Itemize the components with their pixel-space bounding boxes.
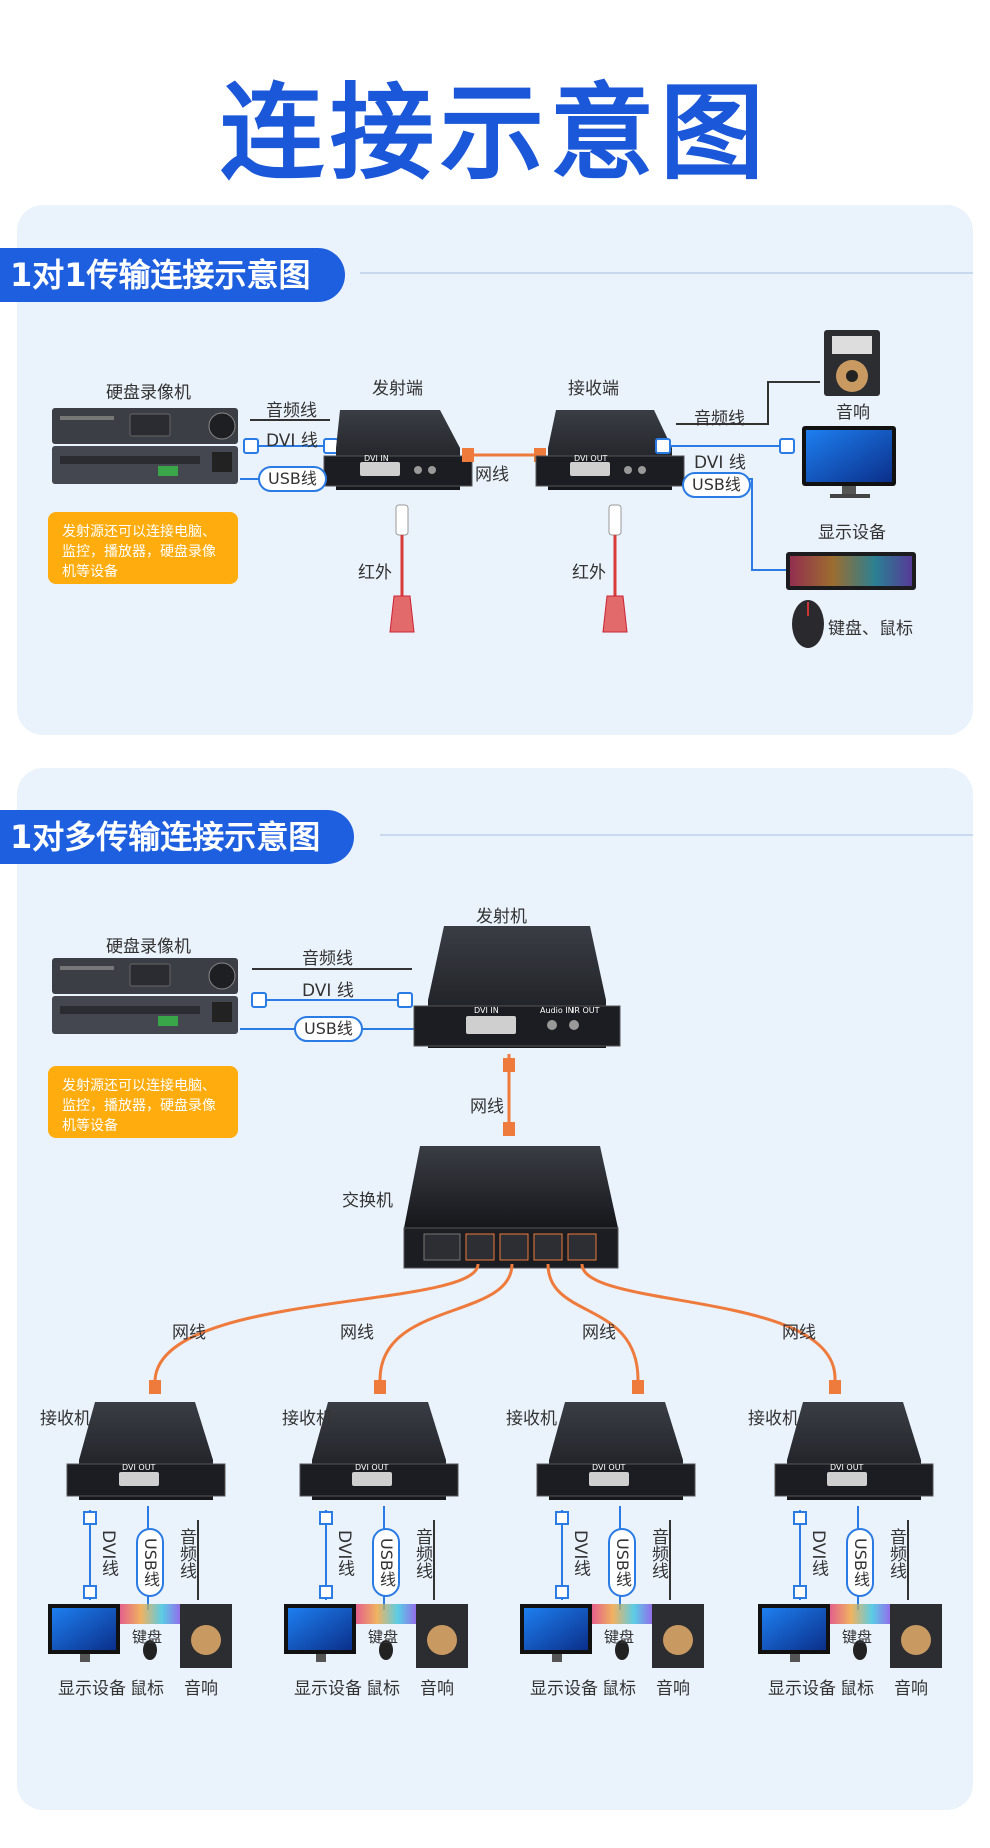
section2-uplink-label: 网线 [470, 1097, 504, 1117]
section2-receiver-1 [66, 1380, 226, 1500]
section1-speaker-label: 音响 [836, 403, 870, 423]
section2-peripherals-3 [520, 1506, 704, 1668]
section2-display-label-2: 显示设备 [294, 1679, 362, 1699]
section1-monitor [802, 426, 896, 498]
section1-rx-label: 接收端 [568, 379, 619, 399]
section2-receiver-label-4: 接收机 [748, 1409, 799, 1429]
section1-right-cables [655, 381, 820, 571]
section2-receiver-2 [299, 1380, 459, 1500]
section2-receiver-label-1: 接收机 [40, 1409, 91, 1429]
section1-ir-left [389, 504, 415, 633]
section1-heading: 1对1传输连接示意图 [0, 248, 345, 302]
section2-rx-panel-3: DVI OUT [592, 1463, 626, 1472]
section2-rx-panel-2: DVI OUT [355, 1463, 389, 1472]
section2-usb-label-3: USB线 [608, 1528, 636, 1597]
section2-usb-label-1: USB线 [136, 1528, 164, 1597]
section2-receiver-label-3: 接收机 [506, 1409, 557, 1429]
section2-heading: 1对多传输连接示意图 [0, 810, 355, 864]
section1-speaker [824, 330, 880, 396]
section1-ir-right-label: 红外 [572, 563, 606, 583]
section2-net-label-1: 网线 [172, 1323, 206, 1343]
section2-dvr-device [52, 958, 238, 1034]
section1-mouse [792, 600, 824, 648]
section2-fanout-cables [153, 1263, 837, 1381]
page-title: 连接示意图 [219, 72, 770, 194]
section2-transmitter: DVI IN Audio IN IR OUT [413, 926, 621, 1048]
dvr-device [52, 408, 238, 484]
section2-mouse-label-3: 鼠标 [602, 1679, 636, 1699]
section1-ir-left-label: 红外 [358, 563, 392, 583]
section2-dvr-label: 硬盘录像机 [106, 937, 191, 957]
section2-audio-label: 音频线 [302, 949, 353, 969]
section1-divider [360, 272, 973, 274]
section2-dvi-label-2: DVI线 [334, 1530, 354, 1577]
section2-rx-panel-4: DVI OUT [830, 1463, 864, 1472]
section2-mouse-label-2: 鼠标 [366, 1679, 400, 1699]
section2-keyboard-label-1: 键盘 [132, 1628, 163, 1646]
section1-display-label: 显示设备 [818, 523, 886, 543]
rx-panel-text: DVI OUT [574, 454, 608, 463]
section2-net-label-4: 网线 [782, 1323, 816, 1343]
tx2-panel-ir: IR OUT [572, 1006, 600, 1015]
network-switch [403, 1146, 619, 1269]
section2-mouse-label-1: 鼠标 [130, 1679, 164, 1699]
section2-dvi-label: DVI 线 [302, 981, 354, 1001]
section2-peripherals-4 [758, 1506, 942, 1668]
tx-panel-text: DVI IN [364, 454, 389, 463]
section1-dvr-label: 硬盘录像机 [106, 383, 191, 403]
section2-peripherals-1 [48, 1506, 232, 1668]
section2-switch-label: 交换机 [342, 1191, 393, 1211]
section2-speaker-label-2: 音响 [420, 1679, 454, 1699]
section1-audio-left-label: 音频线 [266, 401, 317, 421]
section1-transmitter: DVI IN [323, 410, 473, 490]
section1-usb-right-label: USB线 [682, 472, 751, 498]
section2-audio-label-4: 音频线 [886, 1528, 906, 1579]
section1-receiver: DVI OUT [535, 410, 685, 490]
section2-usb-label-2: USB线 [372, 1528, 400, 1597]
section2-tx-label: 发射机 [476, 907, 527, 927]
section2-speaker-label-1: 音响 [184, 1679, 218, 1699]
section1-network-label: 网线 [475, 465, 509, 485]
section2-uplink-cable [503, 1054, 515, 1136]
section1-source-note: 发射源还可以连接电脑、监控，播放器，硬盘录像机等设备 [48, 512, 238, 584]
section2-audio-label-3: 音频线 [648, 1528, 668, 1579]
section2-display-label-4: 显示设备 [768, 1679, 836, 1699]
section1-dvi-left-label: DVI 线 [266, 431, 318, 451]
section1-ir-right [602, 504, 628, 633]
section2-receiver-3 [536, 1380, 696, 1500]
section2-rx-panel-1: DVI OUT [122, 1463, 156, 1472]
section2-usb-label: USB线 [294, 1016, 363, 1042]
section2-speaker-label-3: 音响 [656, 1679, 690, 1699]
section2-usb-label-4: USB线 [846, 1528, 874, 1597]
section2-audio-label-1: 音频线 [176, 1528, 196, 1579]
section2-dvi-label-1: DVI线 [98, 1530, 118, 1577]
section2-receiver-4 [774, 1380, 934, 1500]
section2-keyboard-label-4: 键盘 [842, 1628, 873, 1646]
section1-dvi-right-label: DVI 线 [694, 453, 746, 473]
section2-display-label-1: 显示设备 [58, 1679, 126, 1699]
section2-audio-label-2: 音频线 [412, 1528, 432, 1579]
section1-keyboard [786, 552, 916, 590]
section1-tx-label: 发射端 [372, 379, 423, 399]
section2-mouse-label-4: 鼠标 [840, 1679, 874, 1699]
section2-keyboard-label-2: 键盘 [368, 1628, 399, 1646]
section2-source-note: 发射源还可以连接电脑、监控，播放器，硬盘录像机等设备 [48, 1066, 238, 1138]
section1-kbm-label: 键盘、鼠标 [828, 619, 913, 639]
section2-dvi-label-4: DVI线 [808, 1530, 828, 1577]
section2-peripherals-2 [284, 1506, 468, 1668]
section2-divider [380, 834, 973, 836]
section1-usb-left-label: USB线 [258, 466, 327, 492]
section2-keyboard-label-3: 键盘 [604, 1628, 635, 1646]
tx2-panel-in: DVI IN [474, 1006, 499, 1015]
tx2-panel-audio: Audio IN [540, 1006, 574, 1015]
section2-display-label-3: 显示设备 [530, 1679, 598, 1699]
section1-audio-right-label: 音频线 [694, 409, 745, 429]
section2-receiver-label-2: 接收机 [282, 1409, 333, 1429]
section2-net-label-2: 网线 [340, 1323, 374, 1343]
section2-dvi-label-3: DVI线 [570, 1530, 590, 1577]
section2-speaker-label-4: 音响 [894, 1679, 928, 1699]
section2-net-label-3: 网线 [582, 1323, 616, 1343]
